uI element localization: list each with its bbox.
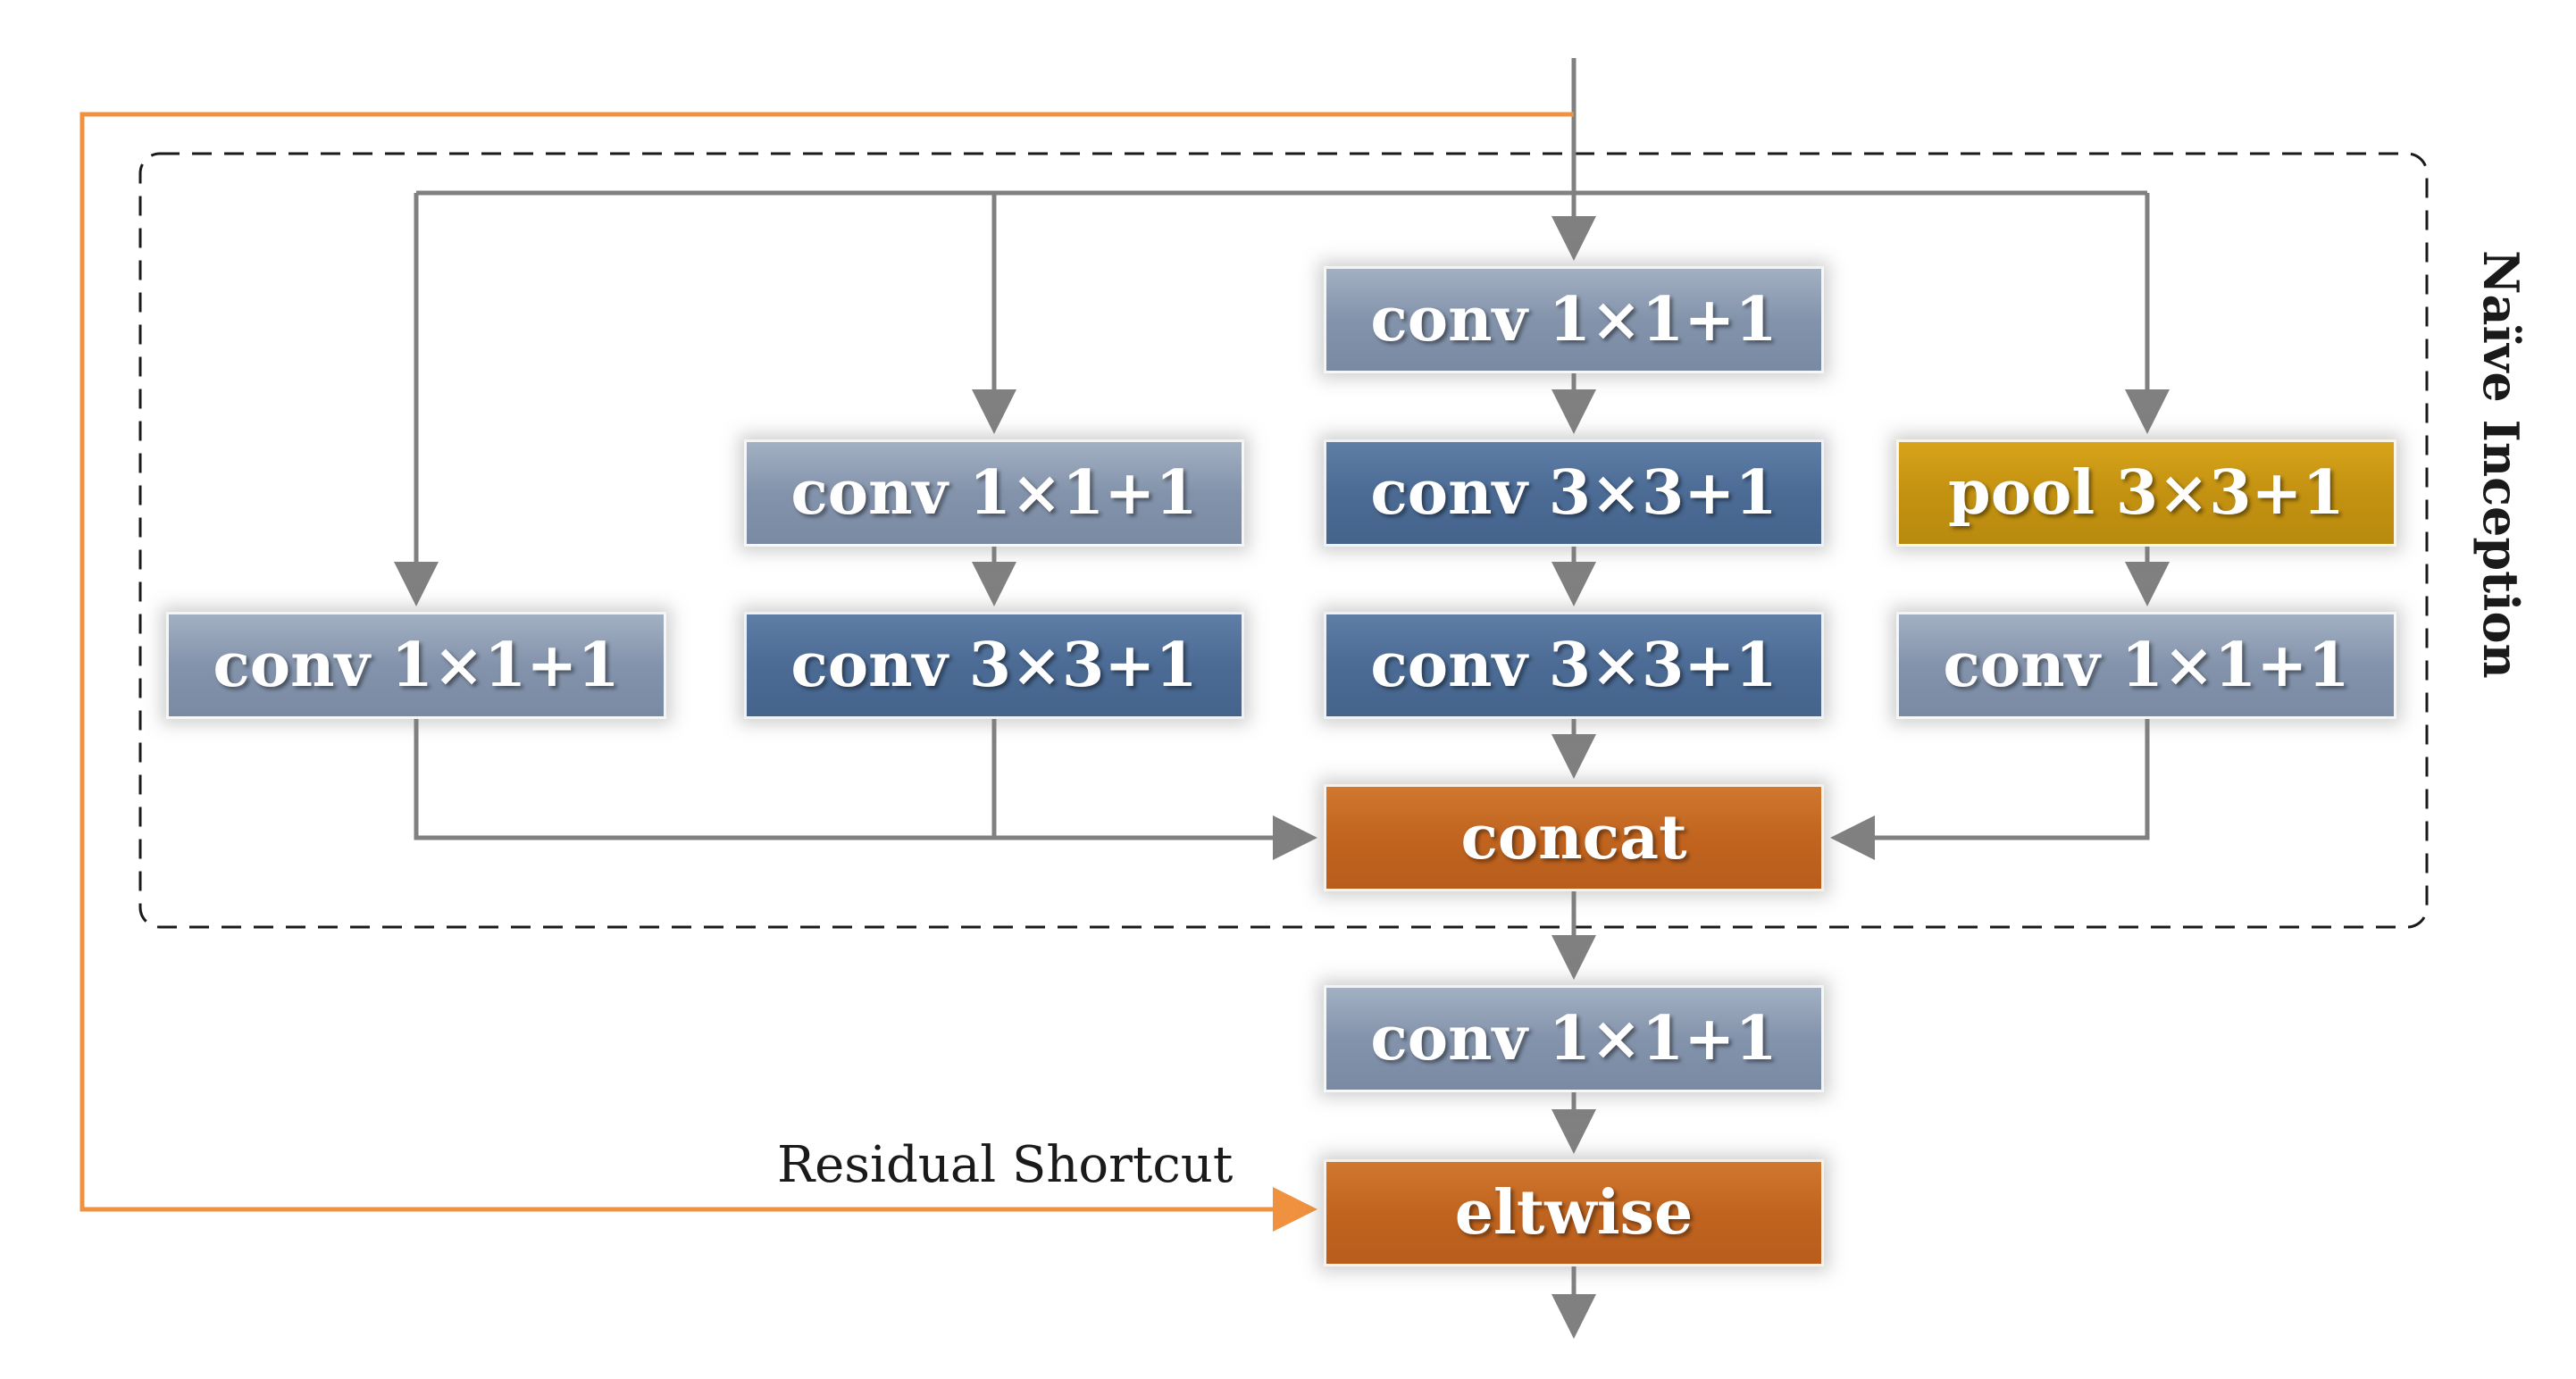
inception-group-border — [138, 152, 2429, 929]
eltwise-node: eltwise — [1324, 1159, 1824, 1266]
branch3-conv-1x1: conv 1×1+1 — [1324, 266, 1824, 373]
concat-node: concat — [1324, 784, 1824, 891]
path-b2-concat — [991, 719, 1317, 860]
branch1-conv-1x1: conv 1×1+1 — [166, 612, 666, 719]
residual-shortcut-path — [79, 112, 1574, 1232]
path-b4-concat — [1830, 719, 2150, 860]
branch2-conv-1x1: conv 1×1+1 — [744, 439, 1244, 547]
branch3-conv-3x3-a: conv 3×3+1 — [1324, 439, 1824, 547]
branch3-conv-3x3-b: conv 3×3+1 — [1324, 612, 1824, 719]
residual-shortcut-label: Residual Shortcut — [777, 1136, 1234, 1194]
inception-group-label: Naïve Inception — [2472, 250, 2530, 679]
post-conv-1x1: conv 1×1+1 — [1324, 985, 1824, 1092]
branch4-pool-3x3: pool 3×3+1 — [1896, 439, 2396, 547]
branch2-conv-3x3: conv 3×3+1 — [744, 612, 1244, 719]
path-b1-concat — [414, 719, 994, 840]
branch4-conv-1x1: conv 1×1+1 — [1896, 612, 2396, 719]
